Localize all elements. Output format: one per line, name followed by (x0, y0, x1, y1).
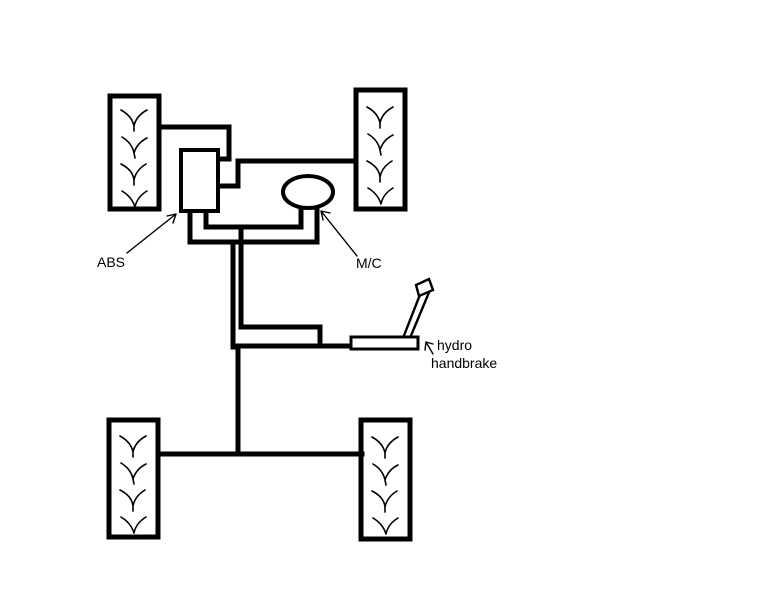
handbrake-body (349, 335, 420, 351)
handbrake-lever (401, 285, 432, 340)
rear-left-tire (106, 417, 161, 540)
hydro-handbrake (349, 277, 435, 351)
abs-output-outer (187, 209, 320, 245)
front-right-tire (353, 87, 408, 212)
handbrake-label-line2: handbrake (431, 355, 497, 371)
brake-line-front-right (216, 158, 359, 189)
master-cylinder (281, 174, 335, 210)
rear-right-tire (358, 417, 413, 542)
brake-line-front-left (156, 124, 232, 162)
abs-unit (179, 148, 220, 213)
abs-output-inner (203, 209, 304, 230)
handbrake-feed-upper (238, 324, 323, 349)
handbrake-label-line1: hydro (437, 337, 472, 353)
master-cylinder-label: M/C (356, 255, 382, 271)
handbrake-arrow (424, 341, 434, 355)
front-left-tire (107, 93, 162, 212)
brake-lines (155, 124, 365, 457)
handbrake-grip (414, 277, 435, 298)
master-cylinder-arrow (320, 210, 358, 257)
abs-label: ABS (97, 254, 125, 270)
annotation-arrows (126, 210, 434, 355)
abs-arrow (126, 213, 177, 254)
front-left-tire-outline (107, 93, 162, 212)
